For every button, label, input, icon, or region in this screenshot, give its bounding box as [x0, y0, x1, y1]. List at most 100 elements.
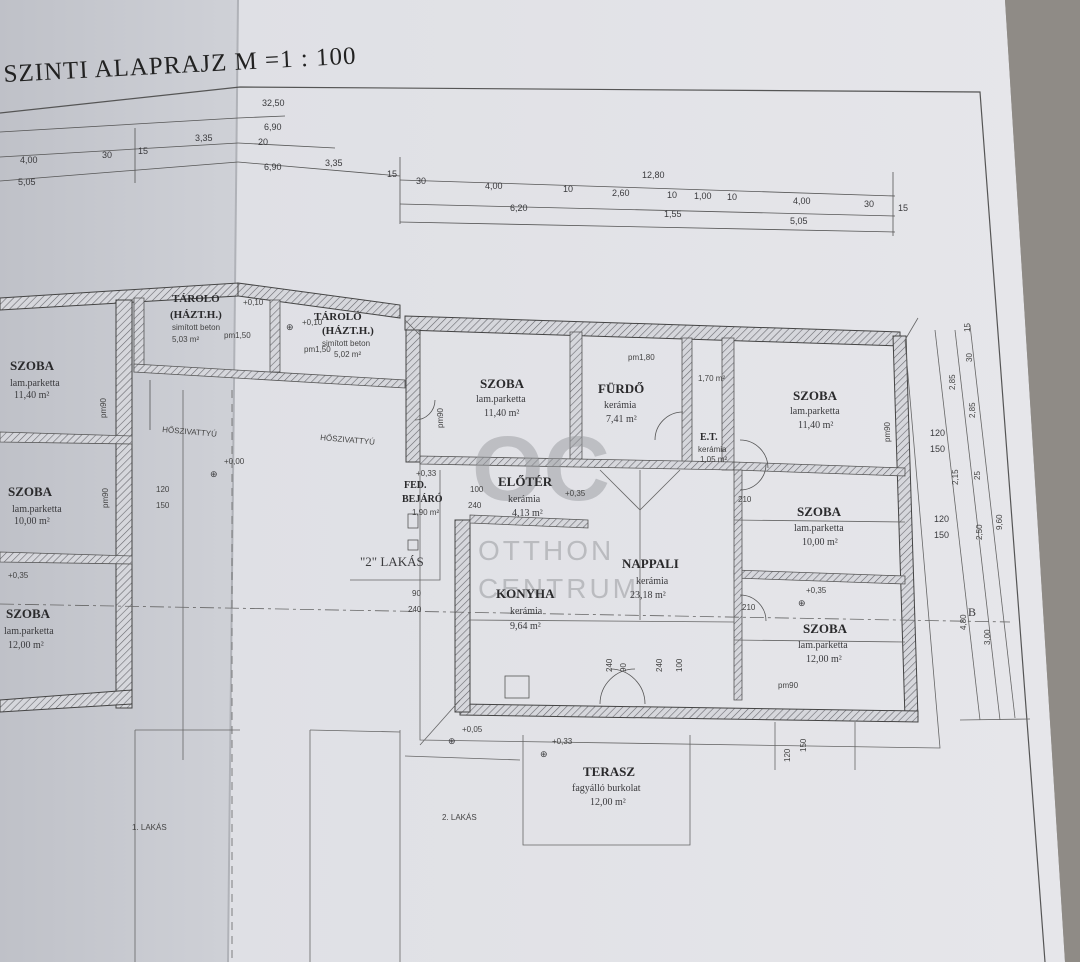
svg-text:kerámia: kerámia: [698, 445, 727, 454]
room-tarolo-1: TÁROLÓ (HÁZT.H.) simított beton 5,03 m²: [170, 293, 222, 344]
room-et: E.T. kerámia 1,05 m²: [698, 432, 727, 464]
svg-text:pm90: pm90: [436, 407, 445, 428]
level-cross-icon: ⊕: [448, 736, 456, 746]
svg-text:NAPPALI: NAPPALI: [622, 556, 679, 571]
svg-text:6,20: 6,20: [510, 203, 528, 213]
svg-text:+0,35: +0,35: [565, 489, 586, 498]
svg-text:pm1,50: pm1,50: [304, 345, 331, 354]
svg-text:pm1,80: pm1,80: [628, 353, 655, 362]
level-cross-icon: ⊕: [540, 749, 548, 759]
paper-right: [228, 0, 1065, 962]
room-szoba-right-2: SZOBA lam.parketta 10,00 m²: [794, 504, 844, 548]
svg-text:11,40 m²: 11,40 m²: [798, 420, 833, 431]
room-furdo: FÜRDŐ kerámia 7,41 m²: [598, 381, 644, 425]
svg-text:210: 210: [742, 603, 756, 612]
dimension-labels-bottom: 120 150: [783, 738, 808, 762]
apartment-labels: "2" LAKÁS 1. LAKÁS 2. LAKÁS: [132, 554, 477, 832]
svg-text:pm90: pm90: [778, 681, 799, 690]
svg-text:240: 240: [408, 605, 422, 614]
svg-text:90: 90: [412, 589, 421, 598]
svg-text:30: 30: [965, 353, 974, 362]
svg-text:210: 210: [738, 495, 752, 504]
svg-text:2,50: 2,50: [975, 524, 984, 540]
svg-text:kerámia: kerámia: [510, 606, 543, 617]
svg-text:15: 15: [963, 323, 972, 332]
svg-text:lam.parketta: lam.parketta: [4, 626, 54, 637]
svg-text:pm90: pm90: [883, 421, 892, 442]
svg-text:30: 30: [416, 176, 426, 186]
watermark: OC OTTHON CENTRUM: [472, 418, 639, 604]
room-szoba-left-2: SZOBA lam.parketta 10,00 m²: [8, 484, 62, 527]
svg-text:simított beton: simított beton: [322, 339, 370, 348]
room-tarolo-2: TÁROLÓ (HÁZT.H.) simított beton 5,02 m²: [314, 311, 374, 359]
unit-2-lower-label: 2. LAKÁS: [442, 813, 477, 822]
svg-text:kerámia: kerámia: [636, 576, 669, 587]
svg-text:15: 15: [387, 169, 397, 179]
watermark-line1: OTTHON: [478, 535, 614, 566]
exterior-walls: [0, 282, 919, 723]
svg-text:3,35: 3,35: [325, 158, 343, 168]
watermark-line2: CENTRUM: [478, 573, 639, 604]
svg-text:+0,35: +0,35: [8, 571, 29, 580]
svg-text:12,00 m²: 12,00 m²: [590, 797, 626, 808]
svg-text:pm90: pm90: [101, 487, 110, 508]
svg-text:lam.parketta: lam.parketta: [798, 640, 848, 651]
level-cross-icon: ⊕: [210, 469, 218, 479]
room-terasz: TERASZ fagyálló burkolat 12,00 m²: [572, 764, 641, 808]
svg-text:+0,10: +0,10: [243, 298, 264, 307]
svg-text:240: 240: [605, 658, 614, 672]
svg-text:KONYHA: KONYHA: [496, 586, 555, 601]
unit-1-lower-label: 1. LAKÁS: [132, 823, 167, 832]
svg-text:pm1,50: pm1,50: [224, 331, 251, 340]
svg-text:SZOBA: SZOBA: [793, 388, 838, 403]
room-nappali: NAPPALI kerámia 23,18 m²: [622, 556, 679, 601]
svg-text:2,85: 2,85: [948, 374, 957, 390]
svg-text:(HÁZT.H.): (HÁZT.H.): [322, 325, 374, 337]
svg-text:4,00: 4,00: [793, 196, 811, 206]
svg-text:+0,35: +0,35: [806, 586, 827, 595]
svg-text:lam.parketta: lam.parketta: [794, 523, 844, 534]
svg-text:150: 150: [156, 501, 170, 510]
svg-text:11,40 m²: 11,40 m²: [14, 390, 49, 401]
svg-text:10,00 m²: 10,00 m²: [802, 537, 838, 548]
svg-text:+0,10: +0,10: [302, 318, 323, 327]
interior-walls: [0, 297, 906, 701]
svg-text:+0,33: +0,33: [552, 737, 573, 746]
svg-text:10: 10: [667, 190, 677, 200]
drawing-frame: [0, 86, 1046, 962]
svg-text:10,00 m²: 10,00 m²: [14, 516, 50, 527]
svg-text:7,41 m²: 7,41 m²: [606, 414, 637, 425]
svg-text:4,80: 4,80: [959, 614, 968, 630]
svg-text:12,80: 12,80: [642, 170, 665, 180]
svg-text:10: 10: [563, 184, 573, 194]
thin-lines: [0, 317, 1031, 962]
svg-text:SZOBA: SZOBA: [480, 376, 525, 391]
svg-text:120: 120: [783, 748, 792, 762]
svg-text:kerámia: kerámia: [508, 494, 541, 505]
svg-text:6,90: 6,90: [264, 162, 282, 172]
svg-text:15: 15: [138, 146, 148, 156]
room-szoba-right-3: SZOBA lam.parketta 12,00 m²: [798, 621, 848, 665]
svg-text:120: 120: [934, 514, 949, 524]
svg-text:+0,05: +0,05: [462, 725, 483, 734]
svg-text:fagyálló burkolat: fagyálló burkolat: [572, 783, 641, 794]
svg-text:lam.parketta: lam.parketta: [10, 378, 60, 389]
svg-text:4,13 m²: 4,13 m²: [512, 508, 543, 519]
svg-text:32,50: 32,50: [262, 98, 285, 108]
svg-text:4,00: 4,00: [485, 181, 503, 191]
svg-text:20: 20: [258, 137, 268, 147]
room-szoba-left-3: SZOBA lam.parketta 12,00 m²: [4, 606, 54, 651]
watermark-logo: OC: [472, 418, 610, 520]
svg-text:ELŐTÉR: ELŐTÉR: [498, 474, 553, 489]
svg-text:5,02 m²: 5,02 m²: [334, 350, 361, 359]
room-konyha: KONYHA kerámia 9,64 m²: [496, 586, 555, 632]
svg-text:150: 150: [799, 738, 808, 752]
svg-text:150: 150: [930, 444, 945, 454]
room-eloter: ELŐTÉR kerámia 4,13 m²: [498, 474, 553, 519]
svg-text:SZOBA: SZOBA: [803, 621, 848, 636]
svg-text:150: 150: [934, 530, 949, 540]
svg-text:TERASZ: TERASZ: [583, 764, 635, 779]
svg-text:12,00 m²: 12,00 m²: [806, 654, 842, 665]
level-cross-icon: ⊕: [798, 598, 806, 608]
svg-text:SZOBA: SZOBA: [10, 358, 55, 373]
